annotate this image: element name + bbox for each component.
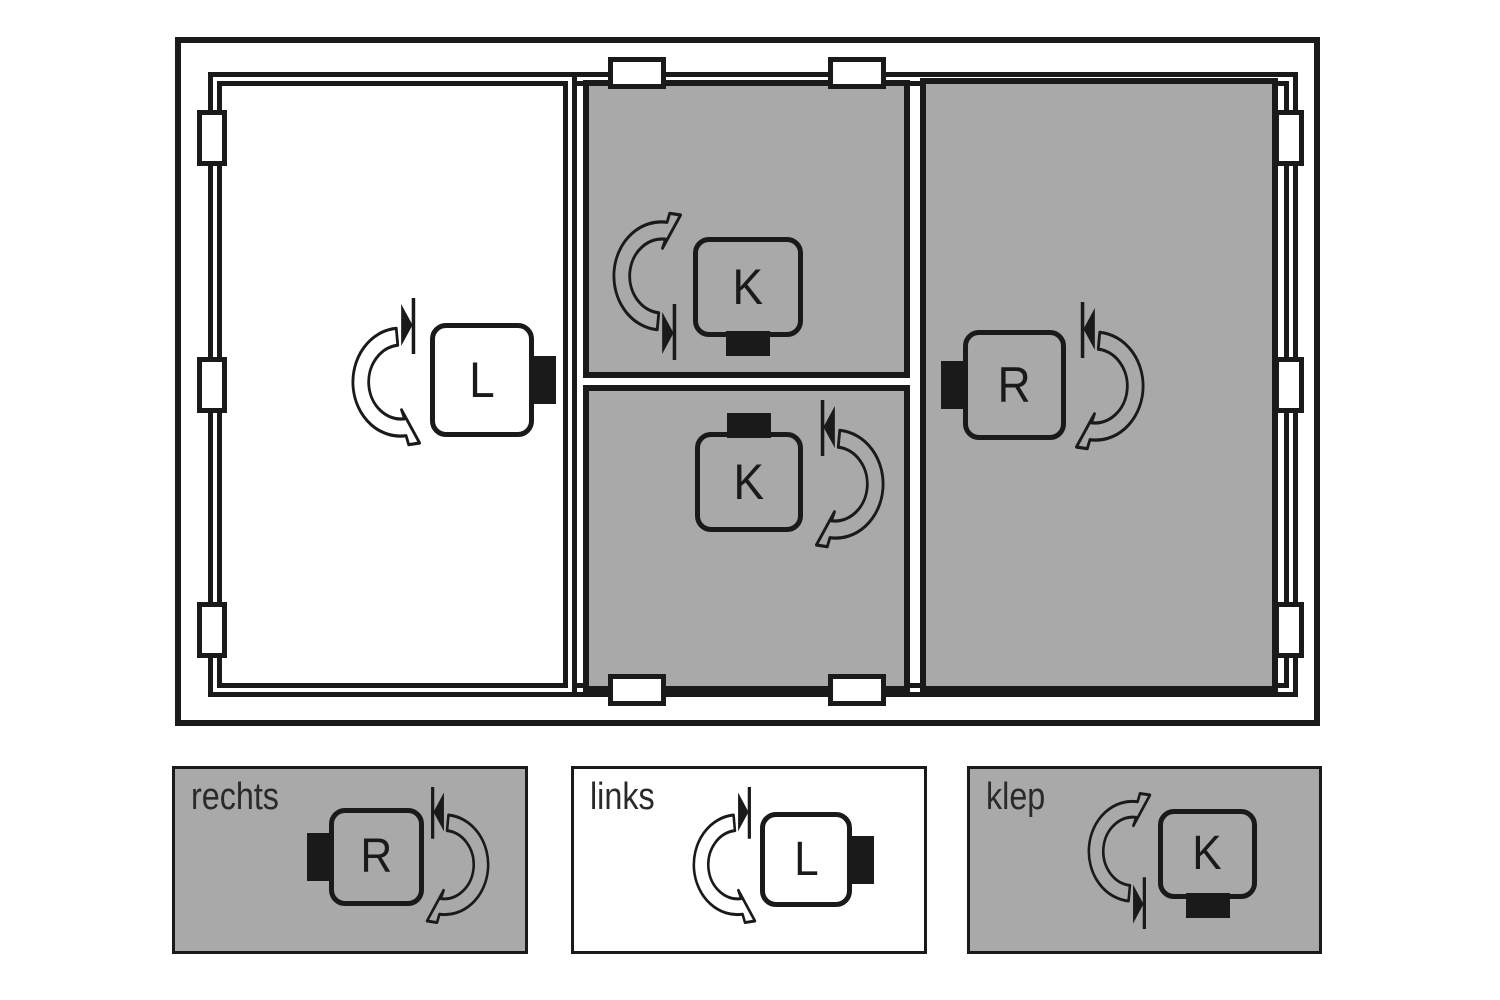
hinge-left-middle [197, 357, 227, 413]
motor-letter-k-bottom: K [733, 454, 765, 510]
rotation-arc-top-flap [612, 211, 683, 362]
drive-shaft-tab [847, 835, 874, 884]
legend-label-rechts: rechts [191, 776, 279, 818]
legend-box-rechts: rechts R [172, 766, 528, 954]
hinge-right-bottom [1274, 602, 1304, 658]
legend-label-links: links [590, 776, 655, 818]
hinge-top-left [608, 57, 666, 89]
motor-left-sash: L [430, 323, 556, 437]
legend-arc-klep [1087, 791, 1152, 931]
motor-bottom-flap: K [695, 413, 803, 532]
hinge-top-right [828, 57, 886, 89]
drive-shaft-tab [726, 331, 770, 356]
legend-letter-klep: K [1192, 827, 1223, 880]
legend-arc-links [692, 785, 757, 925]
hinge-right-middle [1274, 357, 1304, 413]
drive-shaft-tab [727, 413, 771, 438]
legend-letter-rechts: R [360, 830, 393, 883]
hinge-right-top [1274, 110, 1304, 166]
motor-letter-k-top: K [732, 259, 764, 315]
motor-letter-r: R [997, 357, 1032, 413]
motor-letter-l: L [469, 352, 495, 408]
drive-shaft-tab [1185, 893, 1230, 918]
rotation-arc-right-sash [1074, 300, 1145, 451]
motor-top-flap: K [693, 237, 803, 356]
drive-shaft-tab [529, 356, 556, 404]
motor-right-sash: R [941, 330, 1066, 440]
hinge-bottom-left [608, 674, 666, 706]
legend-letter-links: L [793, 832, 819, 886]
rotation-arc-bottom-flap [814, 398, 885, 549]
legend-motor-klep: K [1158, 809, 1257, 918]
rotation-arc-left-sash [351, 296, 422, 447]
legend-label-klep: klep [986, 776, 1046, 818]
legend-motor-links: L [760, 812, 874, 907]
hinge-left-top [197, 110, 227, 166]
hinge-left-bottom [197, 602, 227, 658]
drive-shaft-tab [307, 833, 334, 881]
hinge-bottom-right [828, 674, 886, 706]
drive-shaft-tab [941, 361, 968, 409]
legend-box-klep: klep K [967, 766, 1322, 954]
legend-box-links: links L [571, 766, 927, 954]
legend-arc-rechts [425, 785, 490, 925]
legend-motor-rechts: R [307, 808, 424, 906]
